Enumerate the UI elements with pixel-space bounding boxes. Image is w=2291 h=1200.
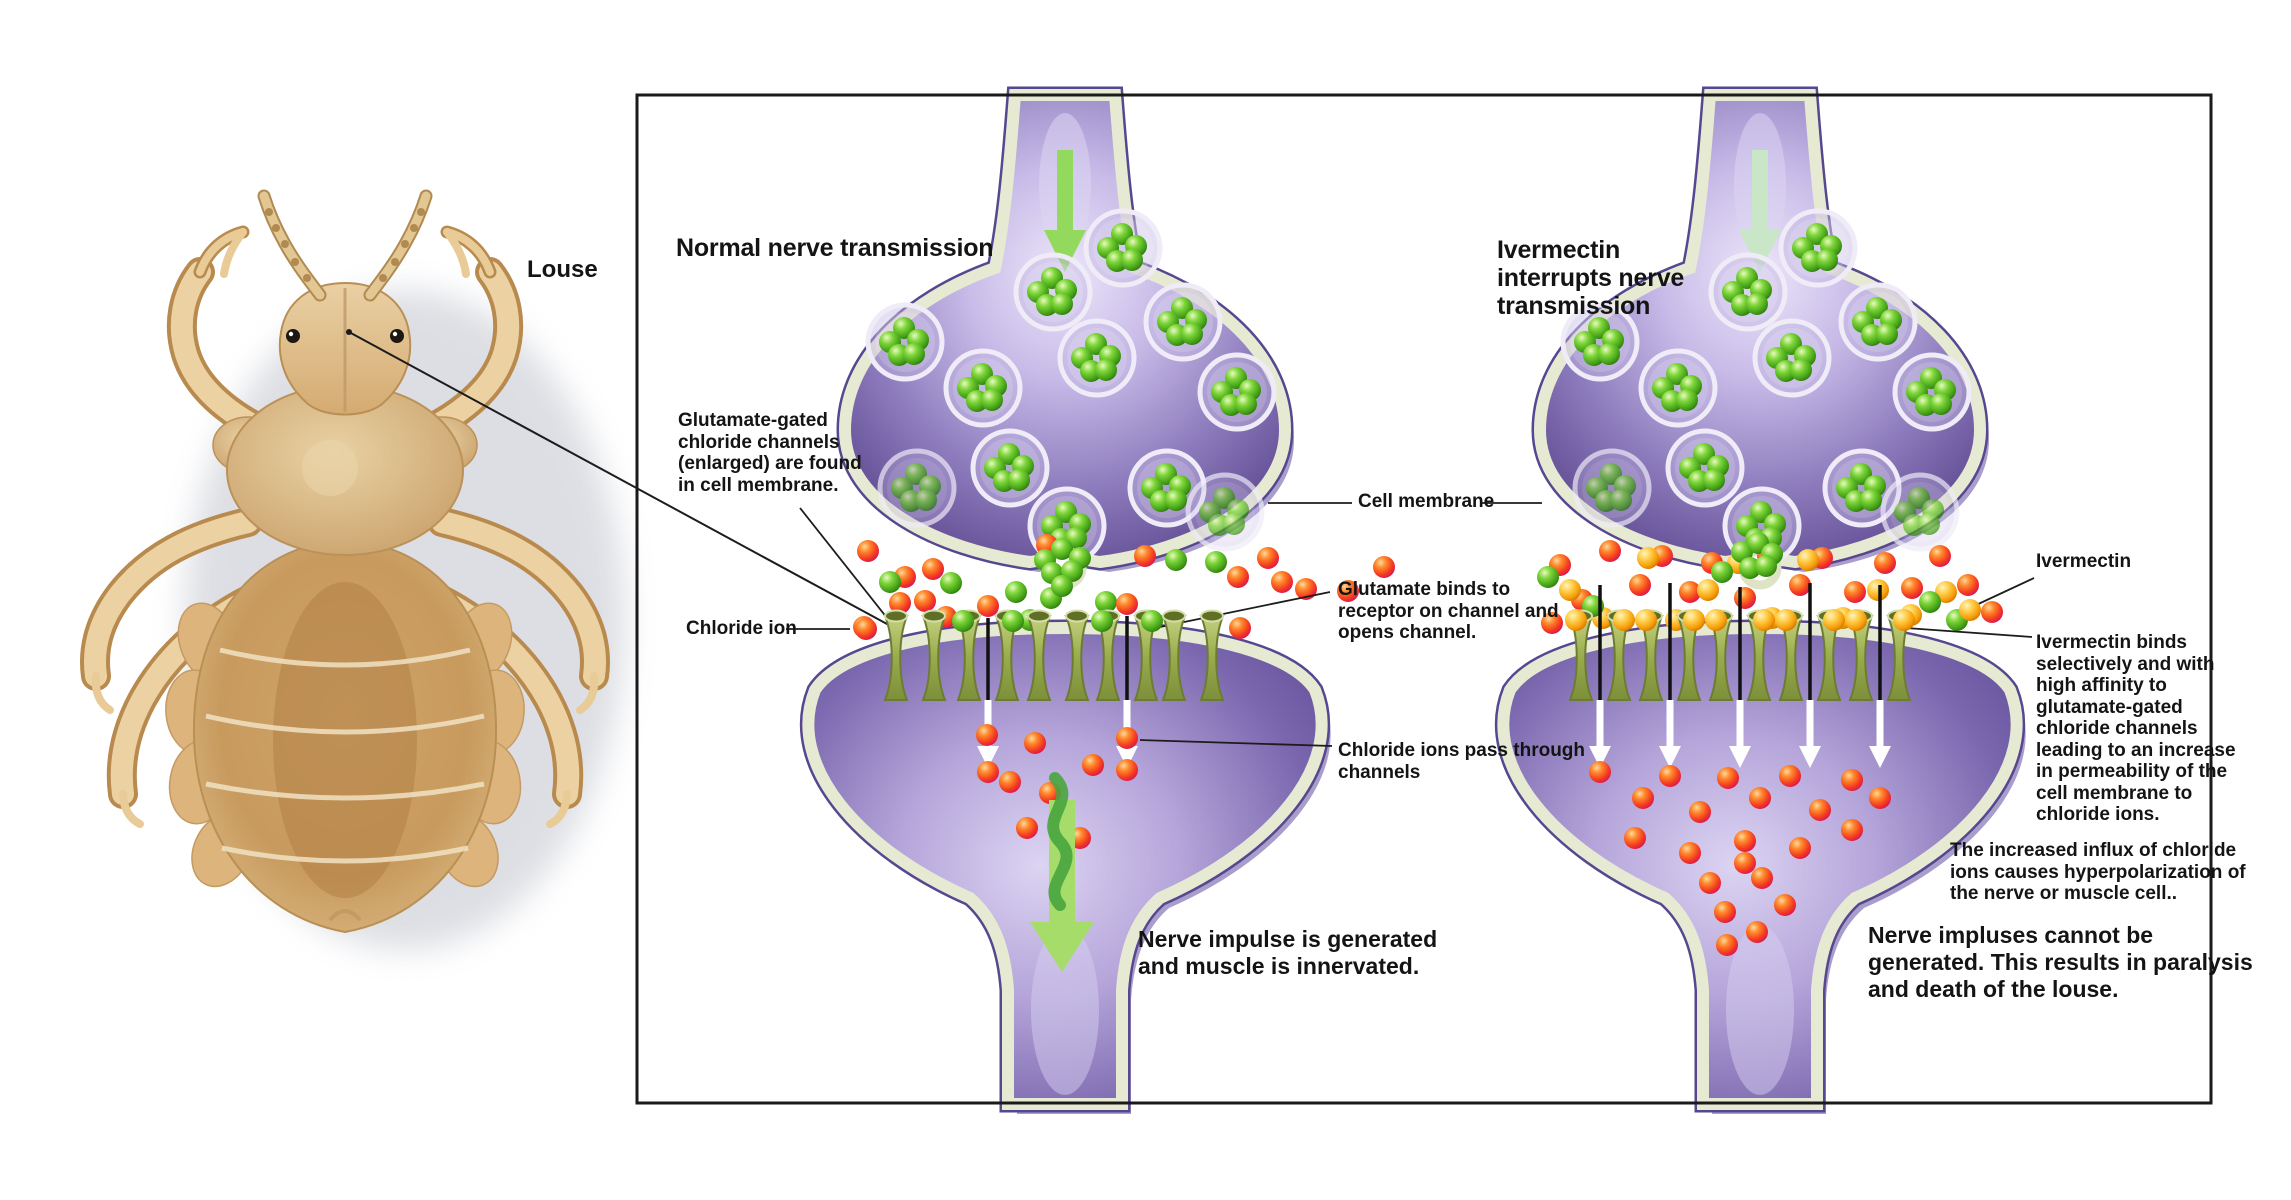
open-channel-flow xyxy=(952,593,1163,768)
louse-to-channel-pointer-line xyxy=(348,331,899,631)
louse-abdomen-segments xyxy=(205,647,485,864)
louse-claw-icons xyxy=(91,228,599,828)
nerve-signal-arrow-icon xyxy=(1044,230,1086,272)
louse-legs xyxy=(80,225,610,828)
nerve-impulse-arrow-icon xyxy=(1030,772,1094,972)
label-pointer-lines xyxy=(786,502,1542,747)
louse-antennae xyxy=(257,189,433,302)
chloride-ion-example xyxy=(855,618,877,640)
ivermectin-bound-channels xyxy=(1565,583,1981,768)
louse-illustration xyxy=(80,189,625,950)
nerve-signal-arrow-icon xyxy=(1739,230,1781,272)
channels-label-pointer-line xyxy=(799,507,896,629)
left-synapse-diagram xyxy=(799,95,1395,1114)
louse-eye-icons xyxy=(286,329,404,343)
right-synapse-diagram xyxy=(1503,95,2035,1114)
louse-abdomen xyxy=(192,538,498,934)
chloride-pass-pointer-line xyxy=(1139,739,1333,747)
ivermectin-label-pointer-line xyxy=(1973,577,2035,607)
glutamate-binds-pointer-line xyxy=(1154,591,1331,629)
ivermectin-binds-pointer-line xyxy=(1905,627,2033,638)
diagram-frame-border xyxy=(635,93,2213,1105)
